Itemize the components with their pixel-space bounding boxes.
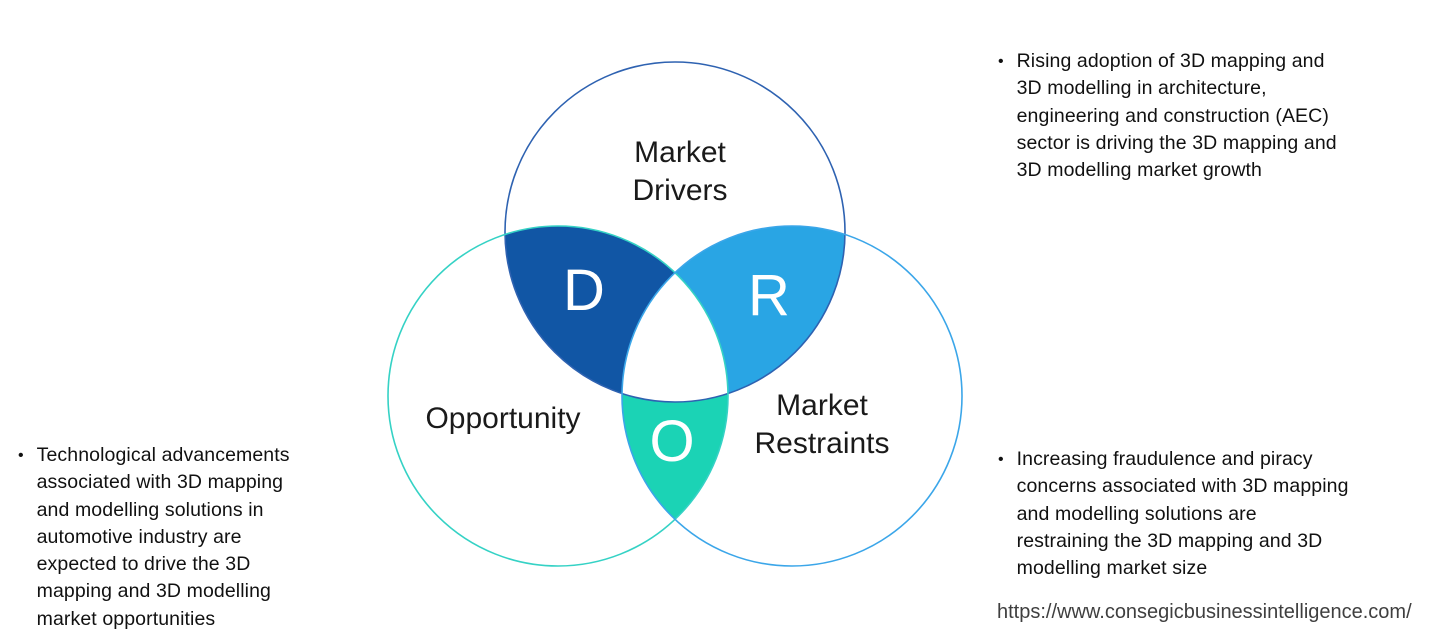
bullet-marker: • [18,447,24,464]
opportunity-circle-label: Opportunity [425,402,581,435]
opportunity-letter: O [649,409,695,474]
opportunity-bullet: • Technological advancements associated … [18,442,368,633]
restraints-bullet: • Increasing fraudulence and piracy conc… [998,446,1438,582]
source-url: https://www.consegicbusinessintelligence… [997,601,1412,623]
drivers-letter: D [563,258,605,323]
restraints-circle-outline [621,225,963,567]
drivers-circle-label: Market Drivers [632,136,728,207]
drivers-bullet: • Rising adoption of 3D mapping and 3D m… [998,48,1428,184]
restraints-circle-label: Market Restraints [754,389,890,460]
bullet-marker: • [998,53,1004,70]
bullet-marker: • [998,451,1004,468]
restraints-bullet-text: Increasing fraudulence and piracy concer… [1016,448,1349,580]
drivers-circle-outline [504,61,846,403]
restraints-letter: R [748,263,790,328]
opportunity-circle-outline [387,225,729,567]
opportunity-bullet-text: Technological advancements associated wi… [36,444,290,630]
drivers-bullet-text: Rising adoption of 3D mapping and 3D mod… [1016,50,1337,182]
